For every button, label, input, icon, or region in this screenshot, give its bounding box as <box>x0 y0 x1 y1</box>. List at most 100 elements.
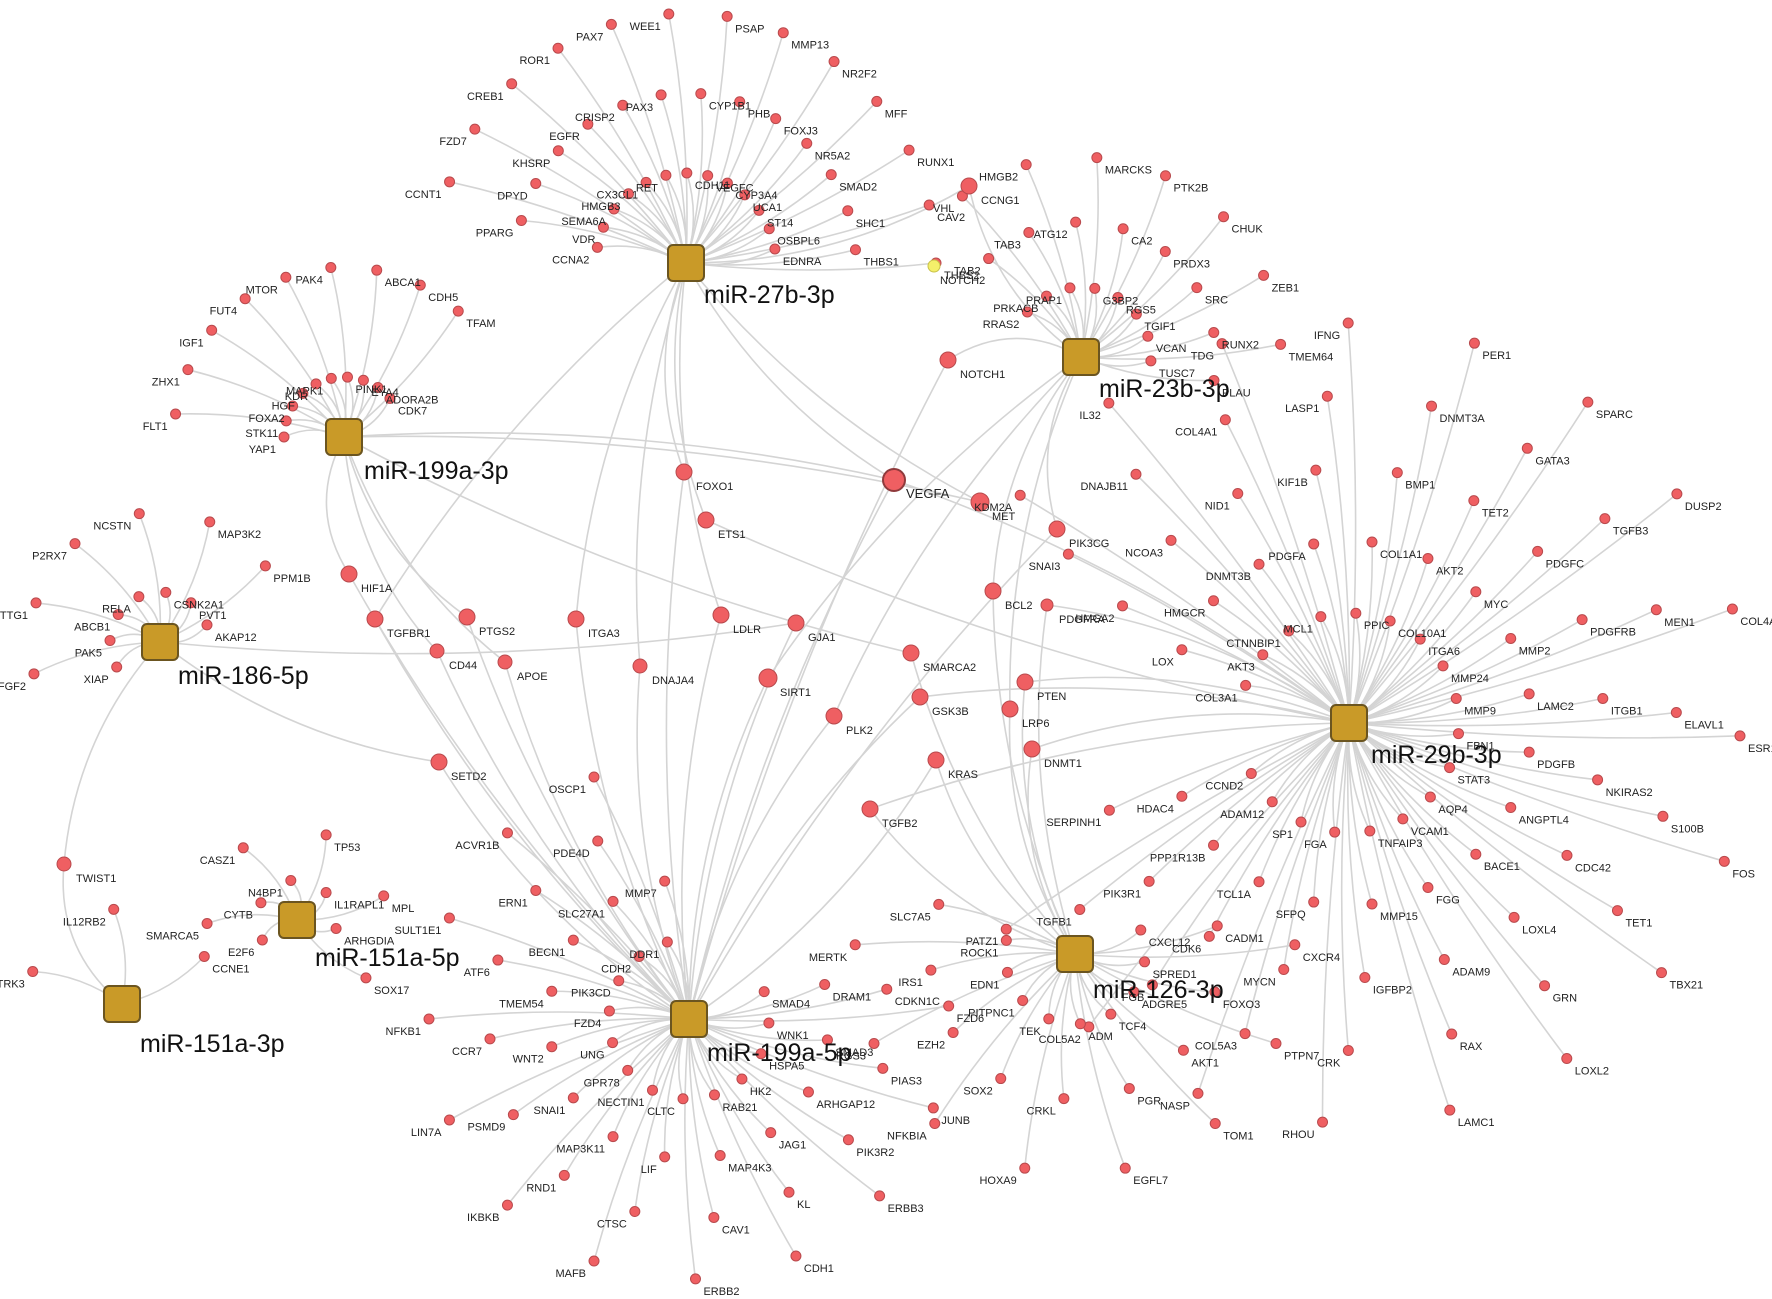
gene-node-apoe[interactable] <box>497 654 513 670</box>
gene-node-kl[interactable] <box>783 1186 795 1198</box>
gene-node-spred1[interactable] <box>1139 956 1151 968</box>
gene-node-sp1[interactable] <box>1295 816 1307 828</box>
gene-node-ezh2[interactable] <box>947 1027 959 1039</box>
gene-node-thbs1[interactable] <box>849 244 861 256</box>
gene-node-cxcl12[interactable] <box>1135 924 1147 936</box>
gene-node-flt1[interactable] <box>170 408 182 420</box>
gene-node-eya4[interactable] <box>357 374 369 386</box>
mirna-hub-mir-151a-3p[interactable] <box>103 985 141 1023</box>
gene-node-ptk2b[interactable] <box>1160 170 1172 182</box>
gene-node-rela[interactable] <box>133 591 145 603</box>
gene-node-lif[interactable] <box>659 1151 671 1163</box>
gene-node-tgfb2[interactable] <box>861 800 879 818</box>
gene-node-egfr[interactable] <box>582 118 594 130</box>
gene-node-pdgfb[interactable] <box>1523 746 1535 758</box>
gene-node-ppm1b[interactable] <box>259 560 271 572</box>
gene-node-nectin1[interactable] <box>647 1084 659 1096</box>
gene-node-mmp15[interactable] <box>1366 898 1378 910</box>
gene-node-igf1[interactable] <box>206 324 218 336</box>
gene-node-pik3r1[interactable] <box>1143 875 1155 887</box>
gene-node-grn[interactable] <box>1539 980 1551 992</box>
gene-node-setd2[interactable] <box>430 753 448 771</box>
gene-node-dram1[interactable] <box>819 978 831 990</box>
gene-node-mertk[interactable] <box>849 939 861 951</box>
mirna-hub-mir-126-3p[interactable] <box>1056 935 1094 973</box>
gene-node-casz1[interactable] <box>237 842 249 854</box>
gene-node-hif1a[interactable] <box>340 565 358 583</box>
gene-node-nid1[interactable] <box>1232 488 1244 500</box>
gene-node-met[interactable] <box>970 492 990 512</box>
gene-node-dnmt3a[interactable] <box>1426 400 1438 412</box>
gene-node-slc7a5[interactable] <box>933 898 945 910</box>
gene-node-fbn1[interactable] <box>1452 728 1464 740</box>
gene-node-ctnnbip1[interactable] <box>1283 625 1295 637</box>
gene-node-junb[interactable] <box>927 1102 939 1114</box>
gene-node-hmga2[interactable] <box>1117 600 1129 612</box>
gene-node-chuk[interactable] <box>1218 211 1230 223</box>
gene-node-fzd6[interactable] <box>943 1000 955 1012</box>
gene-node-il32[interactable] <box>1103 397 1115 409</box>
gene-node-hmgb2[interactable] <box>1020 159 1032 171</box>
gene-node-wee1[interactable] <box>663 8 675 20</box>
gene-node-hspa5[interactable] <box>755 1048 767 1060</box>
gene-node-csnk2a1[interactable] <box>160 586 172 598</box>
gene-node-smarca2[interactable] <box>902 644 920 662</box>
mirna-hub-mir-186-5p[interactable] <box>141 623 179 661</box>
gene-node-arhgap12[interactable] <box>802 1086 814 1098</box>
gene-node-atg12[interactable] <box>1070 216 1082 228</box>
mirna-hub-mir-27b-3p[interactable] <box>667 244 705 282</box>
gene-node-mff[interactable] <box>871 95 883 107</box>
gene-node-pvt1[interactable] <box>185 597 197 609</box>
gene-node-smad2[interactable] <box>825 169 837 181</box>
gene-node-lasp1[interactable] <box>1321 390 1333 402</box>
gene-node-ptgs2[interactable] <box>458 608 476 626</box>
gene-node-tgif1[interactable] <box>1130 308 1142 320</box>
gene-node-fzd7[interactable] <box>469 123 481 135</box>
gene-node-rras2[interactable] <box>1021 306 1033 318</box>
gene-node-cav1[interactable] <box>708 1211 720 1223</box>
gene-node-gja1[interactable] <box>787 614 805 632</box>
gene-node-nkiras2[interactable] <box>1592 774 1604 786</box>
gene-node-mmp13[interactable] <box>777 27 789 39</box>
gene-node-pde4d[interactable] <box>592 835 604 847</box>
gene-node-cx3cl1[interactable] <box>640 176 652 188</box>
gene-node-tmem54[interactable] <box>546 985 558 997</box>
gene-node-nr2f2[interactable] <box>828 56 840 68</box>
gene-node-ppic[interactable] <box>1350 607 1362 619</box>
gene-node-foxo1[interactable] <box>675 463 693 481</box>
gene-node-tet1[interactable] <box>1611 905 1623 917</box>
gene-node-col5a3[interactable] <box>1239 1028 1251 1040</box>
gene-node-col1a1[interactable] <box>1366 536 1378 548</box>
gene-node-stk11[interactable] <box>280 415 292 427</box>
gene-node-kif1b[interactable] <box>1310 464 1322 476</box>
gene-node-n4bp1[interactable] <box>285 874 297 886</box>
gene-node-atf6[interactable] <box>492 954 504 966</box>
gene-node-angptl4[interactable] <box>1505 802 1517 814</box>
gene-node-col3a1[interactable] <box>1240 679 1252 691</box>
gene-node-mtor[interactable] <box>280 271 292 283</box>
gene-node-ifng[interactable] <box>1342 317 1354 329</box>
gene-node-ets1[interactable] <box>697 511 715 529</box>
gene-node-tgfb3[interactable] <box>1599 513 1611 525</box>
gene-node-mapk1[interactable] <box>325 372 337 384</box>
gene-node-ern1[interactable] <box>530 884 542 896</box>
gene-node-yap1[interactable] <box>278 431 290 443</box>
gene-node-hgf[interactable] <box>297 387 309 399</box>
gene-node-prap1[interactable] <box>1064 282 1076 294</box>
gene-node-fgf2[interactable] <box>28 668 40 680</box>
gene-node-dusp2[interactable] <box>1671 488 1683 500</box>
gene-node-fgb[interactable] <box>1146 979 1158 991</box>
gene-node-il1rapl1[interactable] <box>320 887 332 899</box>
gene-node-lamc2[interactable] <box>1523 688 1535 700</box>
gene-node-g3bp2[interactable] <box>1089 282 1101 294</box>
mirna-hub-mir-23b-3p[interactable] <box>1062 338 1100 376</box>
gene-node-kdr[interactable] <box>310 378 322 390</box>
gene-node-pttg1[interactable] <box>30 597 42 609</box>
gene-node-prdx3[interactable] <box>1159 246 1171 258</box>
gene-node-pax3[interactable] <box>655 89 667 101</box>
gene-node-creb1[interactable] <box>506 78 518 90</box>
gene-node-sult1e1[interactable] <box>443 912 455 924</box>
gene-node-tp53[interactable] <box>320 829 332 841</box>
gene-node-ctsc[interactable] <box>629 1206 641 1218</box>
gene-node-psmd9[interactable] <box>507 1109 519 1121</box>
